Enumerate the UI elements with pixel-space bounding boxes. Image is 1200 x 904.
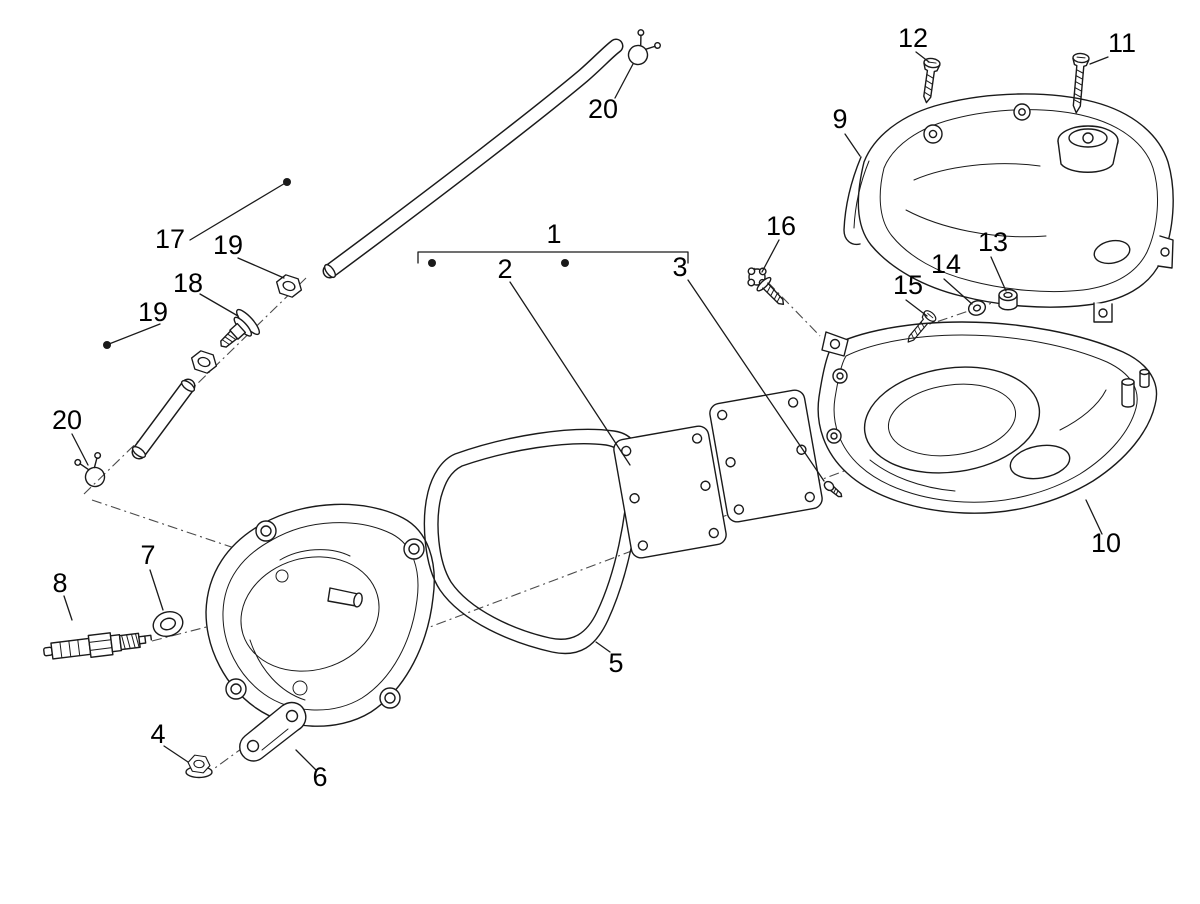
part-labels: 20 12 11 9 17 19 18 19 16 13 14 15 1 2 3… — [52, 23, 1136, 792]
part-pipe-segment-17 — [131, 378, 196, 460]
part-valve-18 — [220, 308, 261, 348]
label-16: 16 — [766, 211, 796, 241]
part-plate-2 — [613, 425, 727, 559]
part-screw-16 — [747, 267, 785, 306]
label-20-top-clip: 20 — [588, 94, 618, 124]
label-4: 4 — [150, 719, 165, 749]
label-13: 13 — [978, 227, 1008, 257]
label-14: 14 — [931, 249, 961, 279]
label-6: 6 — [312, 762, 327, 792]
part-spark-plug — [43, 632, 153, 660]
label-10: 10 — [1091, 528, 1121, 558]
label-12: 12 — [898, 23, 928, 53]
part-cylinder-head-cover — [205, 503, 435, 727]
group-bracket-1 — [417, 251, 689, 267]
part-breather-hose — [322, 38, 624, 279]
part-seal-ring-7 — [152, 610, 184, 638]
part-lower-cover-10 — [817, 321, 1158, 514]
label-2: 2 — [497, 254, 512, 284]
label-1: 1 — [546, 219, 561, 249]
part-bracket-6 — [239, 701, 307, 762]
part-nut-13 — [998, 288, 1018, 311]
label-15: 15 — [893, 270, 923, 300]
label-11: 11 — [1108, 28, 1136, 58]
label-18: 18 — [173, 268, 203, 298]
label-5: 5 — [608, 648, 623, 678]
part-bolt-4 — [185, 753, 213, 779]
part-plate-3 — [709, 389, 823, 523]
label-20-left-clip: 20 — [52, 405, 82, 435]
label-7: 7 — [140, 540, 155, 570]
leader-lines — [63, 51, 1109, 771]
label-9: 9 — [832, 104, 847, 134]
label-3: 3 — [672, 252, 687, 282]
part-small-screw-3 — [823, 480, 843, 498]
part-upper-cover-9 — [843, 93, 1174, 323]
part-gasket-5 — [423, 428, 643, 655]
label-17: 17 — [155, 224, 185, 254]
part-washer-14 — [967, 300, 987, 316]
label-19-lower: 19 — [138, 297, 168, 327]
label-19-upper: 19 — [213, 230, 243, 260]
label-8: 8 — [52, 568, 67, 598]
